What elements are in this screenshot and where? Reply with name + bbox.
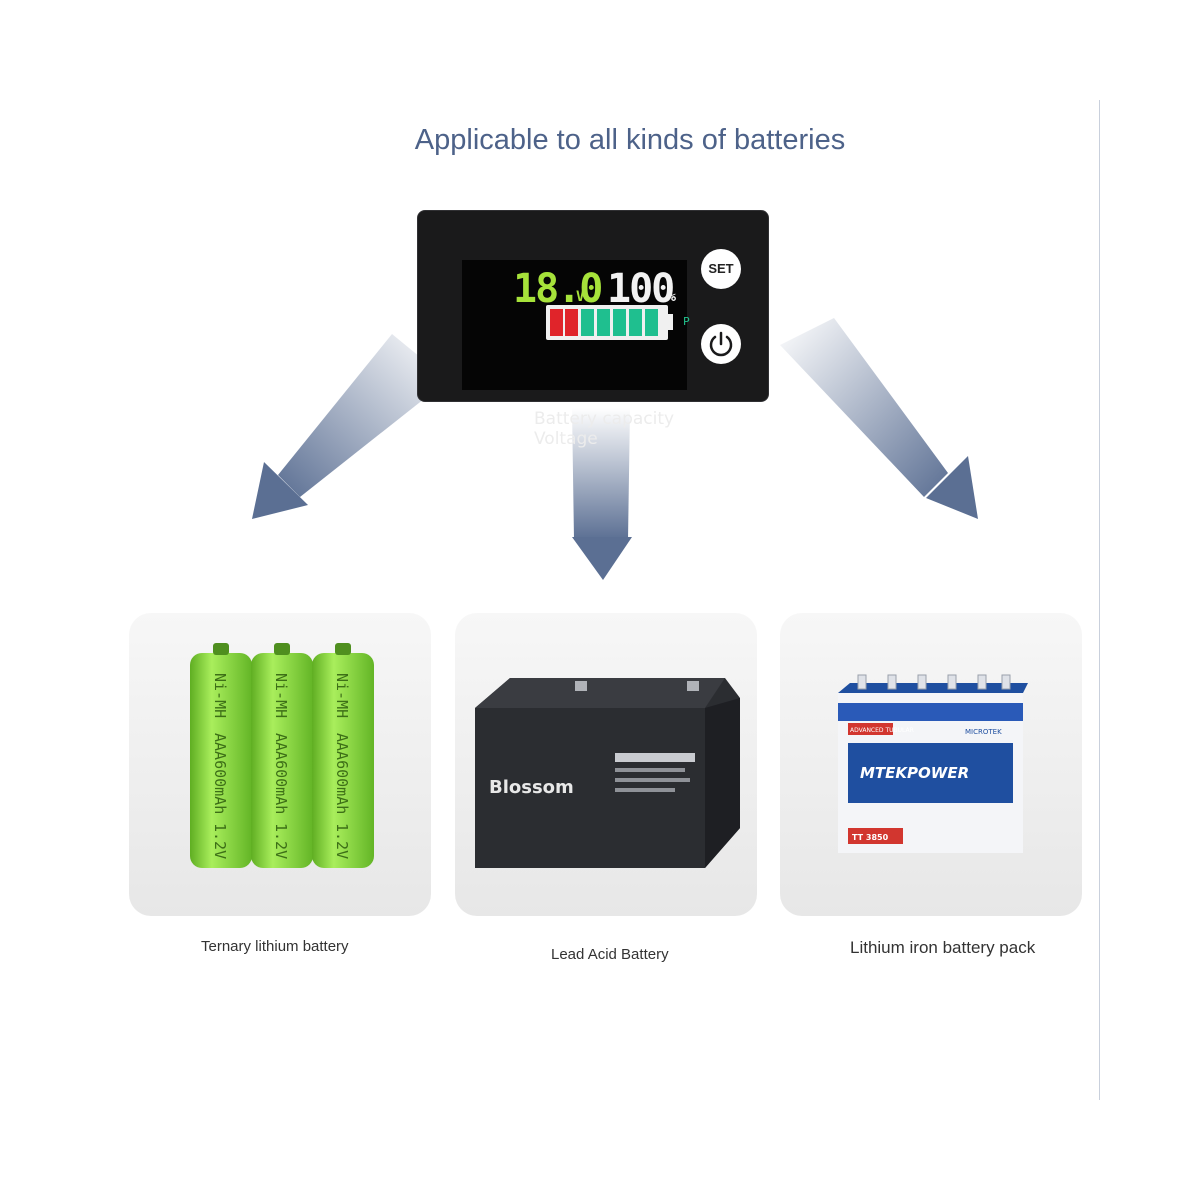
lcd-caption: Battery capacity Voltage bbox=[534, 409, 675, 449]
battery-tip bbox=[668, 314, 673, 330]
cell-print: Ni-MH bbox=[333, 673, 351, 718]
cell-print: AAA600mAh bbox=[333, 733, 351, 814]
cell-print: 1.2V bbox=[211, 823, 229, 859]
level-segment-red bbox=[565, 309, 578, 336]
p-indicator: P bbox=[683, 315, 690, 328]
nimh-cells-image: Ni-MH AAA600mAh 1.2V Ni-MH AAA600mAh 1.2… bbox=[190, 643, 374, 868]
cell: Ni-MH AAA600mAh 1.2V bbox=[190, 643, 252, 868]
battery-card-lead-acid: Blossom bbox=[455, 613, 757, 916]
tubular-battery-image: ADVANCED TUBULAR MICROTEK MTEKPOWER TT 3… bbox=[838, 674, 1028, 853]
arrows-graphic bbox=[252, 318, 978, 580]
cell-print: 1.2V bbox=[272, 823, 290, 859]
battery-card-nimh: Ni-MH AAA600mAh 1.2V Ni-MH AAA600mAh 1.2… bbox=[129, 613, 431, 916]
lcd-screen: 18.0 V 100 % P Battery capacity Voltage bbox=[462, 260, 690, 449]
power-icon bbox=[709, 331, 733, 357]
right-divider bbox=[1099, 100, 1100, 1100]
level-segment-red bbox=[550, 309, 563, 336]
set-button[interactable]: SET bbox=[701, 249, 741, 289]
tubular-brand: MTEKPOWER bbox=[860, 764, 969, 782]
label-lithium-iron: Lithium iron battery pack bbox=[850, 938, 1036, 957]
battery-card-lithium-iron: ADVANCED TUBULAR MICROTEK MTEKPOWER TT 3… bbox=[780, 613, 1082, 916]
level-segment-cyan bbox=[629, 309, 642, 336]
battery-monitor-device: 18.0 V 100 % P Battery capacity Voltage … bbox=[418, 211, 768, 449]
level-segment-cyan bbox=[613, 309, 626, 336]
cell: Ni-MH AAA600mAh 1.2V bbox=[251, 643, 313, 868]
voltage-unit: V bbox=[576, 289, 585, 305]
battery-level-bar bbox=[546, 305, 668, 340]
page-title: Applicable to all kinds of batteries bbox=[414, 124, 846, 156]
cell-print: AAA600mAh bbox=[272, 733, 290, 814]
level-segment-cyan bbox=[597, 309, 610, 336]
cell-print: Ni-MH bbox=[272, 673, 290, 718]
level-segment-cyan bbox=[645, 309, 658, 336]
percent-readout: 100 bbox=[607, 266, 675, 312]
cell-print: 1.2V bbox=[333, 823, 351, 859]
badge-text: TT 3850 bbox=[852, 833, 889, 842]
arrow-left bbox=[252, 334, 448, 519]
level-segment-cyan bbox=[581, 309, 594, 336]
percent-unit: % bbox=[667, 287, 677, 305]
badge-text: MICROTEK bbox=[965, 728, 1002, 736]
label-ternary-lithium: Ternary lithium battery bbox=[201, 938, 349, 955]
lead-acid-brand: Blossom bbox=[489, 777, 574, 798]
arrow-center bbox=[572, 408, 632, 580]
arrow-right bbox=[780, 318, 978, 519]
label-lead-acid: Lead Acid Battery bbox=[551, 946, 669, 963]
cell: Ni-MH AAA600mAh 1.2V bbox=[312, 643, 374, 868]
cell-print: AAA600mAh bbox=[211, 733, 229, 814]
cell-print: Ni-MH bbox=[211, 673, 229, 718]
badge-text: ADVANCED TUBULAR bbox=[850, 727, 914, 734]
voltage-readout: 18.0 bbox=[513, 266, 603, 312]
power-button[interactable] bbox=[701, 324, 741, 364]
lead-acid-image: Blossom bbox=[475, 678, 740, 868]
